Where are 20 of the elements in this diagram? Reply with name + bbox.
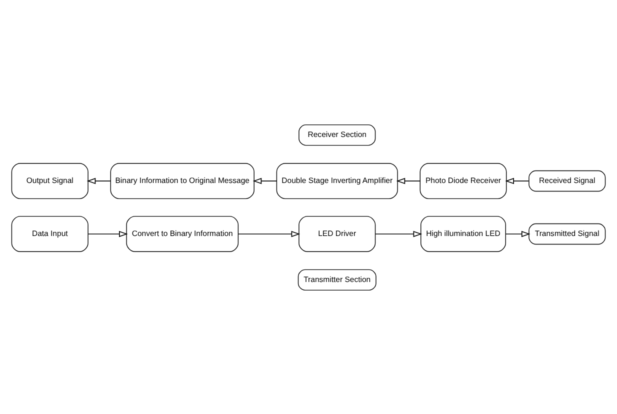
node-box: High illumination LED [420,215,506,252]
node-box: Convert to Binary Information [126,215,239,252]
arrow [238,230,300,237]
arrow [396,177,420,184]
arrow [506,230,530,237]
arrow [86,177,111,184]
arrow [88,230,128,237]
node-box: Photo Diode Receiver [420,162,507,199]
node-box: Double Stage Inverting Amplifier [276,162,398,199]
node-box: Output Signal [11,162,88,199]
node-box: Data Input [11,215,88,252]
arrow [375,230,422,237]
node-box: Transmitted Signal [528,222,606,244]
arrow [505,177,530,184]
node-box: Received Signal [528,170,606,192]
node-box: LED Driver [298,215,376,252]
node-box: Receiver Section [298,124,376,146]
node-box: Transmitter Section [298,268,376,290]
arrow [252,177,278,184]
node-box: Binary Information to Original Message [110,162,254,199]
